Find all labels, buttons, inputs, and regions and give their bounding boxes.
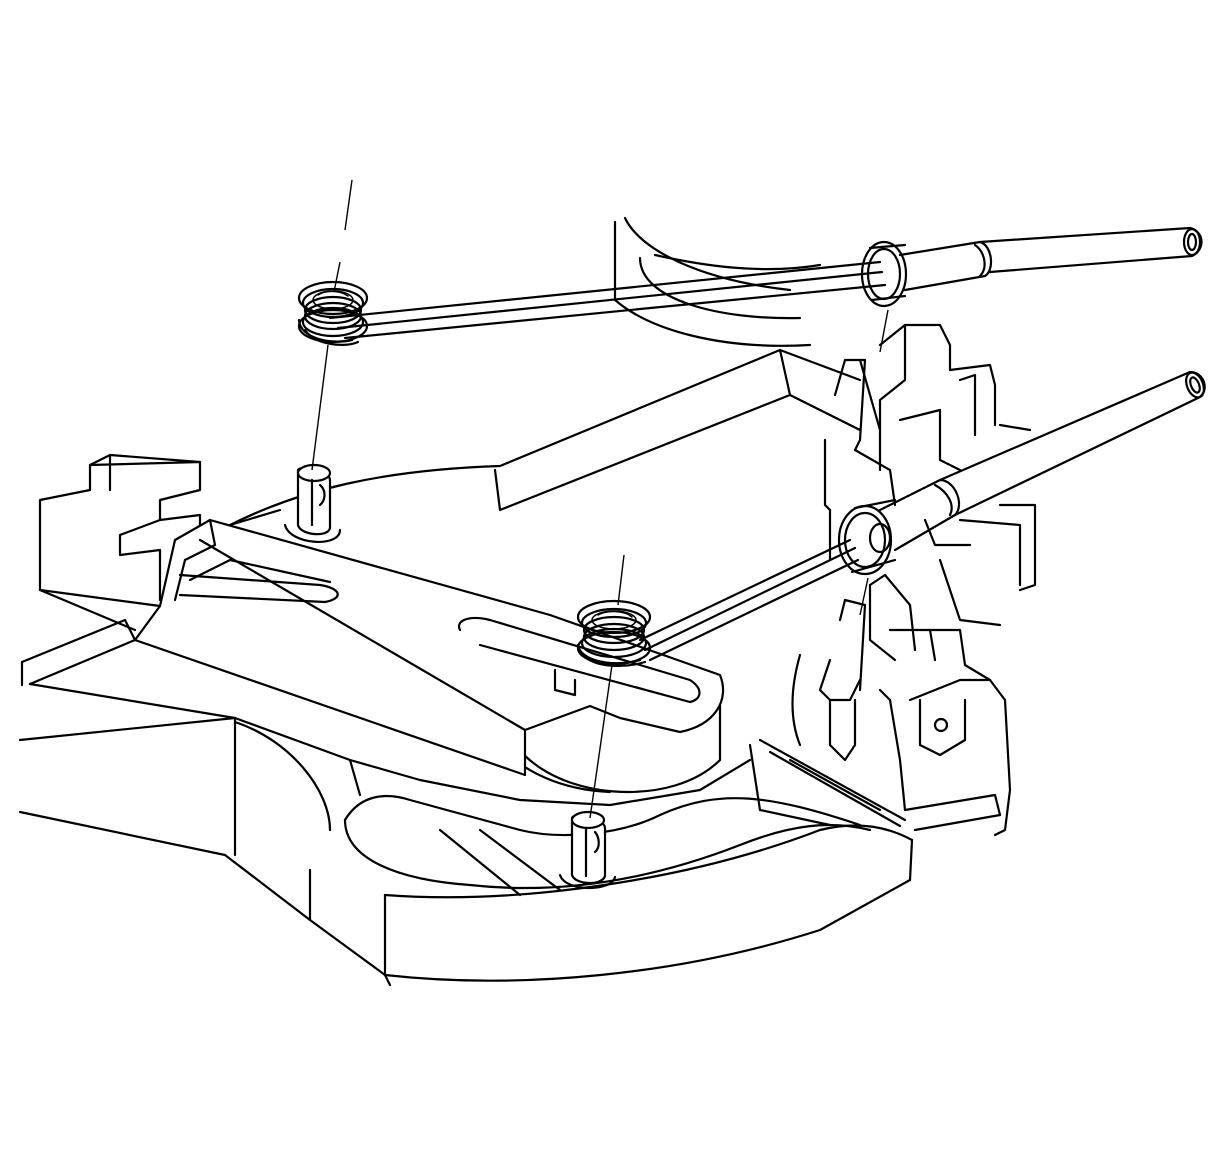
housing-base [18,618,914,987]
spring-tool-lower [638,370,1206,662]
spring-tool-upper [328,226,1203,340]
side-bracket [791,323,1037,837]
torsion-spring-lower [576,599,652,667]
torsion-spring-upper [297,280,369,346]
alignment-lines [311,179,889,819]
actuator-lever [38,453,725,777]
pivot-post-right [558,810,617,890]
pivot-post-left [283,463,342,543]
